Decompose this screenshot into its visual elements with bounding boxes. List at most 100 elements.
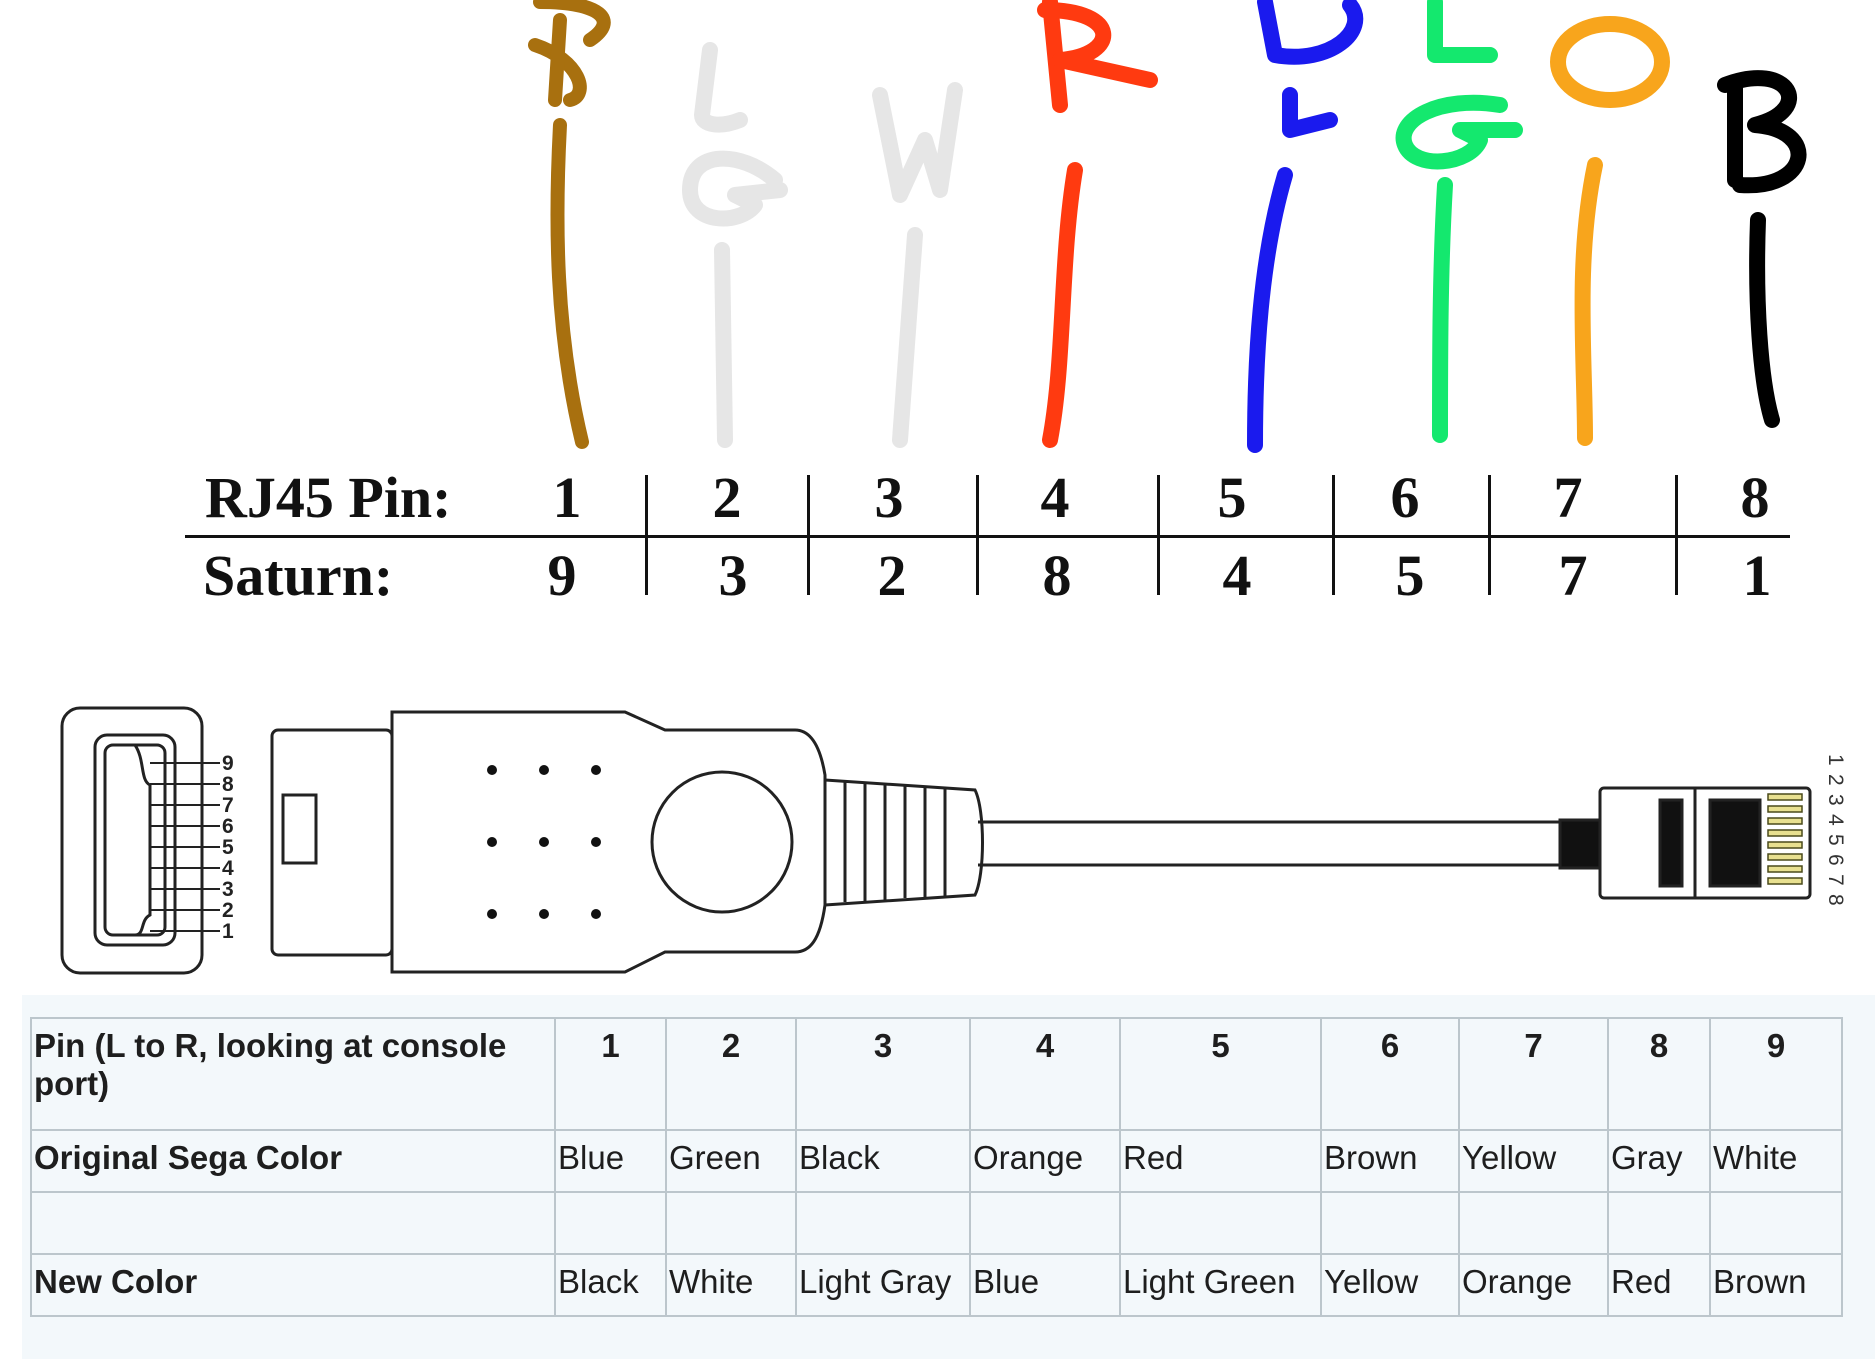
new-color-label: New Color: [30, 1253, 556, 1317]
color-table-panel: Pin (L to R, looking at console port) 1 …: [22, 995, 1875, 1359]
pin-mapping-separator: [1157, 475, 1160, 595]
blank-cell: [795, 1191, 971, 1255]
saturn-to-rj45-cable-diagram: 9 8 7 6 5 4 3 2 1 1 2 3 4 5 6 7 8: [60, 706, 1847, 975]
saturn-pin: 9: [547, 543, 577, 608]
table-row: New Color Black White Light Gray Blue Li…: [30, 1253, 1843, 1317]
saturn-pin: 1: [1742, 543, 1772, 608]
new-color-cell: Black: [554, 1253, 667, 1317]
pin-mapping-separator: [976, 475, 979, 595]
wire-5-blue: [1247, 0, 1364, 453]
rj45-pin-number: 4: [1824, 814, 1847, 826]
saturn-label: Saturn:: [203, 543, 394, 608]
rj45-plug: [1558, 786, 1812, 900]
blank-cell: [554, 1191, 667, 1255]
original-color-label: Original Sega Color: [30, 1129, 556, 1193]
blank-cell: [1607, 1191, 1711, 1255]
pin-header-cell: 8: [1607, 1017, 1711, 1131]
original-color-cell: Gray: [1607, 1129, 1711, 1193]
wire-8-black: [1717, 70, 1807, 428]
original-color-cell: Green: [665, 1129, 797, 1193]
saturn-pin: 8: [1042, 543, 1072, 608]
blank-cell: [30, 1191, 556, 1255]
pin-mapping-separator: [1675, 475, 1678, 595]
pin-header-cell: 6: [1320, 1017, 1460, 1131]
pin-mapping-separator: [1488, 475, 1491, 595]
rj45-contacts: [1767, 793, 1803, 885]
table-row: Pin (L to R, looking at console port) 1 …: [30, 1017, 1843, 1131]
saturn-pin: 7: [1558, 543, 1588, 608]
original-color-cell: Yellow: [1458, 1129, 1609, 1193]
rj45-pin-number: 6: [1824, 854, 1847, 866]
wire-6-green: [1395, 0, 1523, 443]
saturn-pin: 4: [1222, 543, 1252, 608]
new-color-cell: White: [665, 1253, 797, 1317]
original-color-cell: Black: [795, 1129, 971, 1193]
saturn-port: [60, 706, 204, 975]
original-color-cell: Blue: [554, 1129, 667, 1193]
blank-cell: [969, 1191, 1121, 1255]
pin-header-cell: 9: [1709, 1017, 1843, 1131]
wire-1-brown: [528, 0, 611, 449]
pin-mapping-separator: [807, 475, 810, 595]
rj45-pin: 8: [1740, 465, 1770, 530]
wire-3-white: [872, 82, 963, 448]
blank-cell: [1320, 1191, 1460, 1255]
rj45-pin-number: 1: [1824, 754, 1847, 766]
original-color-cell: White: [1709, 1129, 1843, 1193]
saturn-pin-number: 9: [222, 752, 234, 775]
blank-cell: [1709, 1191, 1843, 1255]
saturn-pin-number: 2: [222, 899, 234, 922]
saturn-plug-dots: [487, 765, 601, 919]
new-color-cell: Light Green: [1119, 1253, 1322, 1317]
pin-header-cell: 5: [1119, 1017, 1322, 1131]
rj45-pin: 6: [1390, 465, 1420, 530]
wire-4-red: [1037, 0, 1158, 448]
new-color-cell: Light Gray: [795, 1253, 971, 1317]
rj45-pin-number: 2: [1824, 774, 1847, 786]
rj45-pin: 2: [712, 465, 742, 530]
rj45-pin: 3: [874, 465, 904, 530]
rj45-pin: 1: [552, 465, 582, 530]
saturn-pin-number: 5: [222, 836, 234, 859]
rj45-pin-label: RJ45 Pin:: [205, 465, 452, 530]
pin-mapping-divider: [185, 535, 1790, 538]
saturn-pin-number: 1: [222, 920, 234, 943]
saturn-pin-number: 7: [222, 794, 234, 817]
rj45-pin: 5: [1217, 465, 1247, 530]
pin-header-cell: 2: [665, 1017, 797, 1131]
blank-cell: [665, 1191, 797, 1255]
wire-color-sketch: [528, 0, 1807, 453]
new-color-cell: Red: [1607, 1253, 1711, 1317]
rj45-pin-number: 5: [1824, 834, 1847, 846]
pin-mapping: RJ45 Pin: Saturn: 1 2 3 4 5 6 7 8 9 3 2 …: [185, 455, 1795, 615]
original-color-cell: Red: [1119, 1129, 1322, 1193]
saturn-pin: 2: [877, 543, 907, 608]
pin-header-cell: 4: [969, 1017, 1121, 1131]
saturn-pin-leaders: [150, 762, 220, 932]
pin-mapping-separator: [1332, 475, 1335, 595]
new-color-cell: Blue: [969, 1253, 1121, 1317]
saturn-pin-number: 3: [222, 878, 234, 901]
saturn-pin: 5: [1395, 543, 1425, 608]
blank-cell: [1119, 1191, 1322, 1255]
pin-mapping-separator: [645, 475, 648, 595]
rj45-pin: 7: [1553, 465, 1583, 530]
wire-7-orange: [1550, 16, 1670, 446]
saturn-pin-number: 4: [222, 857, 234, 880]
new-color-cell: Brown: [1709, 1253, 1843, 1317]
new-color-cell: Yellow: [1320, 1253, 1460, 1317]
pin-header-cell: 3: [795, 1017, 971, 1131]
cable-body: [978, 820, 1570, 867]
rj45-pin-number: 7: [1824, 874, 1847, 886]
saturn-pin-number: 8: [222, 773, 234, 796]
saturn-plug: [270, 710, 984, 974]
rj45-pin: 4: [1040, 465, 1070, 530]
original-color-cell: Brown: [1320, 1129, 1460, 1193]
pin-header-cell: 7: [1458, 1017, 1609, 1131]
rj45-pin-number: 3: [1824, 794, 1847, 806]
table-row: [30, 1191, 1843, 1255]
wire-2-light-gray: [682, 42, 788, 448]
saturn-pin: 3: [718, 543, 748, 608]
new-color-cell: Orange: [1458, 1253, 1609, 1317]
original-color-cell: Orange: [969, 1129, 1121, 1193]
